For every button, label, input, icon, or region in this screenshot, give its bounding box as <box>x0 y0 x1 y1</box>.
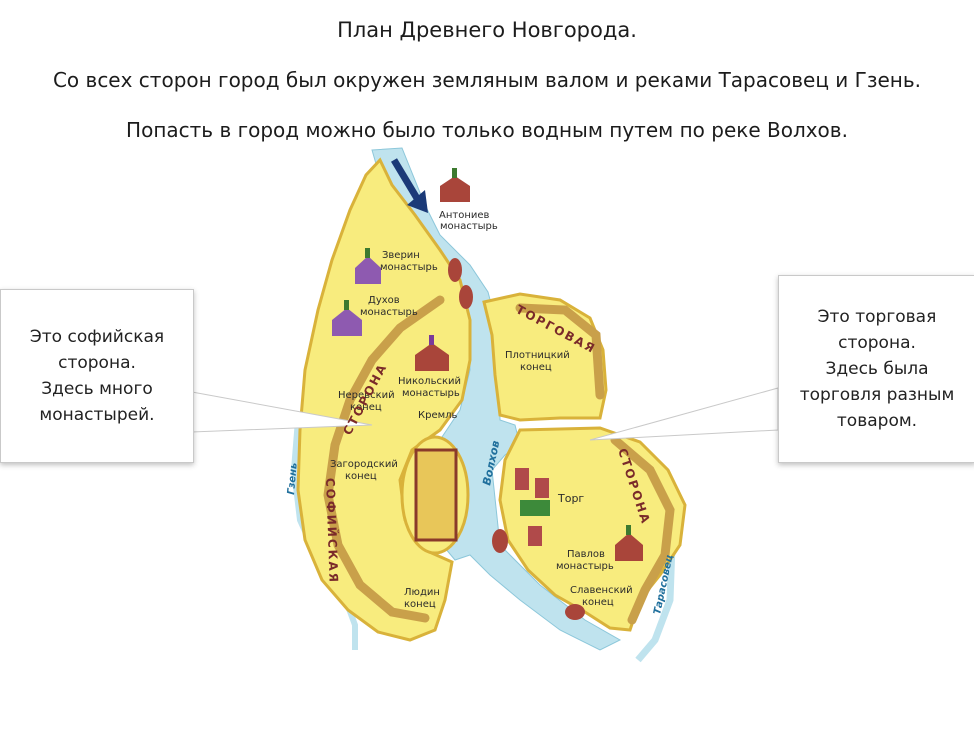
nikolsky-monastery-icon <box>415 335 449 371</box>
ship-icon-4 <box>565 604 585 620</box>
ship-icon-3 <box>492 529 508 553</box>
page-title: План Древнего Новгорода. <box>337 18 637 42</box>
zverin-monastery-icon <box>355 248 381 284</box>
arrow-icon <box>390 158 428 213</box>
label-sofia-side-lower: СОФИЙСКАЯ <box>323 478 342 585</box>
sofia-side-callout: Это софийская сторона. Здесь много монас… <box>0 289 194 463</box>
trade-rampart-lower <box>610 435 675 625</box>
ship-icon-1 <box>448 258 462 282</box>
sofia-rampart <box>323 295 445 623</box>
label-river-gzen: Гзень <box>286 462 300 495</box>
trade-rampart <box>515 303 605 400</box>
sofia-side-callout-text: Это софийская сторона. Здесь много монас… <box>29 327 165 425</box>
subtitle-line-1: Со всех сторон город был окружен земляны… <box>52 68 922 92</box>
subtitle-line-2: Попасть в город можно было только водным… <box>126 118 848 142</box>
label-torg: Торг <box>557 492 584 505</box>
antoniev-monastery-icon <box>440 168 470 202</box>
ship-icon-2 <box>459 285 473 309</box>
trade-side-callout-text: Это торговая сторона. Здесь была торговл… <box>799 307 955 431</box>
trade-side-callout: Это торговая сторона. Здесь была торговл… <box>778 275 974 463</box>
kremlin-wall <box>414 448 458 542</box>
dukhov-monastery-icon <box>332 300 362 336</box>
torg-buildings-icon <box>515 468 550 546</box>
right-callout-pointer <box>589 387 779 441</box>
label-kremlin: Кремль <box>418 410 458 421</box>
pavlov-monastery-icon <box>615 525 643 561</box>
trade-side-upper-land <box>482 292 608 422</box>
